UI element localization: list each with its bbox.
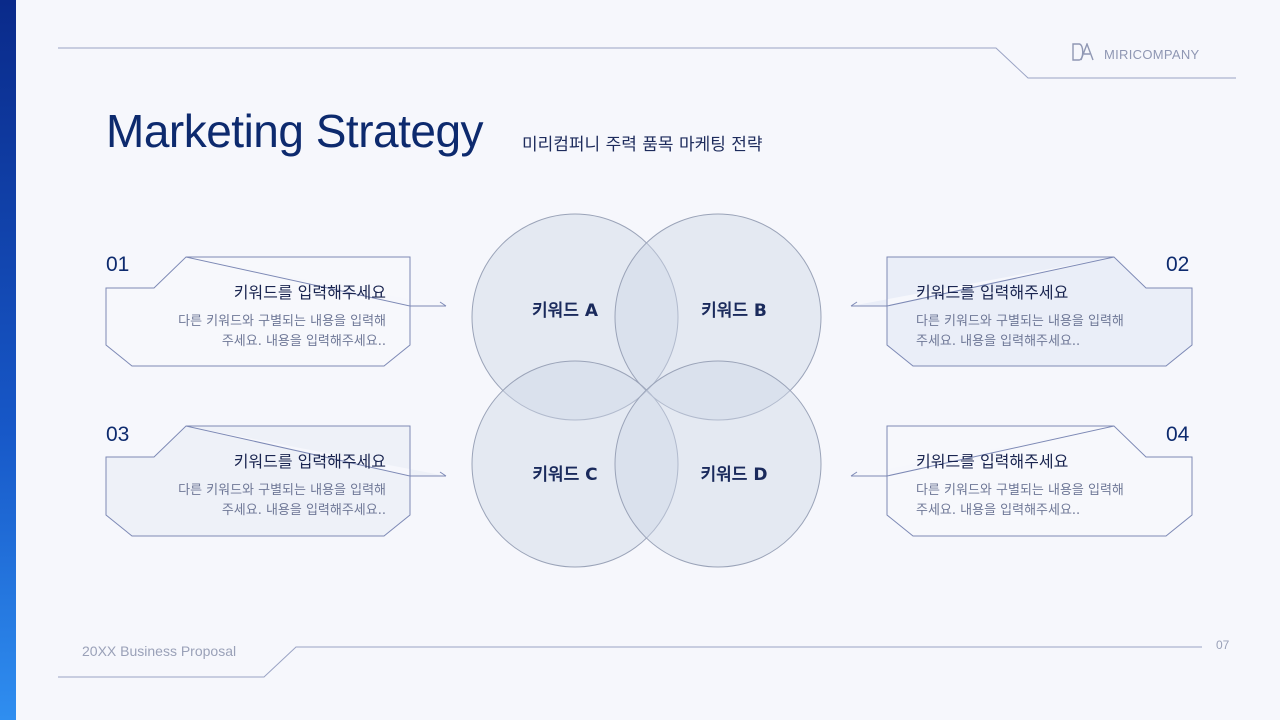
- venn-circle-b: [614, 213, 822, 421]
- card-arrow-04: [850, 471, 858, 477]
- card-desc-line1: 다른 키워드와 구별되는 내용을 입력해: [916, 483, 1124, 498]
- card-04: 키워드를 입력해주세요 다른 키워드와 구별되는 내용을 입력해 주세요. 내용…: [916, 448, 1216, 521]
- card-frame-01: [105, 256, 446, 367]
- card-01: 키워드를 입력해주세요 다른 키워드와 구별되는 내용을 입력해 주세요. 내용…: [86, 279, 386, 352]
- page-number: 07: [1216, 638, 1230, 652]
- card-desc-line2: 주세요. 내용을 입력해주세요..: [221, 334, 386, 349]
- da-monogram-icon: [1072, 42, 1094, 65]
- venn-label-a: 키워드 A: [532, 301, 598, 321]
- card-desc-line1: 다른 키워드와 구별되는 내용을 입력해: [178, 314, 386, 329]
- venn-circle-c: [471, 360, 679, 568]
- card-arrow-02: [850, 301, 858, 307]
- brand: MIRICOMPANY: [1072, 42, 1200, 65]
- venn-circle-d: [614, 360, 822, 568]
- card-desc-line2: 주세요. 내용을 입력해주세요..: [221, 503, 386, 518]
- footer-line: [58, 646, 1202, 678]
- card-desc-line2: 주세요. 내용을 입력해주세요..: [916, 334, 1081, 349]
- card-arrow-03: [439, 471, 447, 477]
- header-line: [58, 47, 1236, 79]
- card-desc-line1: 다른 키워드와 구별되는 내용을 입력해: [916, 314, 1124, 329]
- card-number-04: 04: [1166, 423, 1190, 446]
- card-heading: 키워드를 입력해주세요: [233, 283, 386, 302]
- venn-label-b: 키워드 B: [701, 301, 767, 321]
- card-03: 키워드를 입력해주세요 다른 키워드와 구별되는 내용을 입력해 주세요. 내용…: [86, 448, 386, 521]
- card-frame-02: [851, 256, 1193, 367]
- card-arrow-01: [439, 301, 447, 307]
- card-number-03: 03: [106, 423, 130, 446]
- page-title: Marketing Strategy: [106, 105, 484, 157]
- footer-text: 20XX Business Proposal: [82, 643, 237, 659]
- card-02: 키워드를 입력해주세요 다른 키워드와 구별되는 내용을 입력해 주세요. 내용…: [916, 279, 1216, 352]
- venn-label-c: 키워드 C: [532, 465, 598, 485]
- side-accent-bar: [0, 0, 16, 720]
- card-heading: 키워드를 입력해주세요: [916, 283, 1069, 302]
- page-subtitle: 미리컴퍼니 주력 품목 마케팅 전략: [522, 135, 763, 155]
- venn-label-d: 키워드 D: [700, 465, 768, 485]
- card-frame-04: [851, 425, 1193, 537]
- card-desc-line2: 주세요. 내용을 입력해주세요..: [916, 503, 1081, 518]
- card-number-01: 01: [106, 253, 130, 276]
- card-desc-line1: 다른 키워드와 구별되는 내용을 입력해: [178, 483, 386, 498]
- card-number-02: 02: [1166, 253, 1190, 276]
- card-heading: 키워드를 입력해주세요: [916, 452, 1069, 471]
- brand-name: MIRICOMPANY: [1104, 46, 1200, 62]
- card-heading: 키워드를 입력해주세요: [233, 452, 386, 471]
- venn-circle-a: [471, 213, 679, 421]
- card-frame-03: [105, 425, 446, 537]
